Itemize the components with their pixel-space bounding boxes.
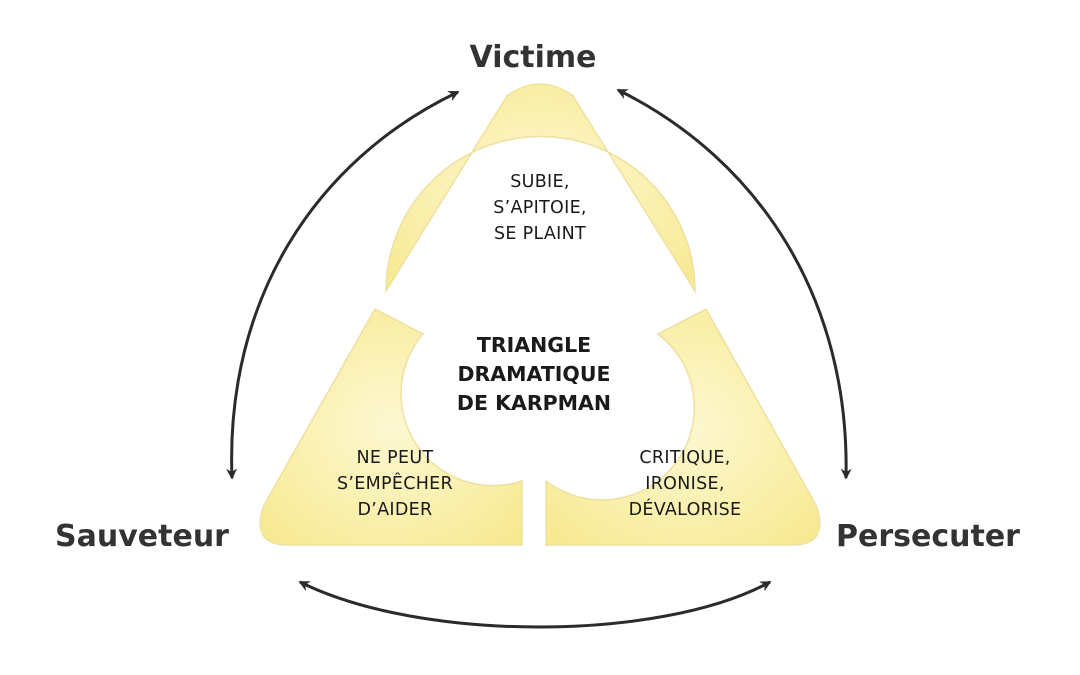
center-title-line: DRAMATIQUE bbox=[457, 362, 610, 386]
segment-text-line: SE PLAINT bbox=[494, 224, 586, 244]
segment-text-line: DÉVALORISE bbox=[629, 498, 742, 520]
segment-text-line: S’APITOIE, bbox=[493, 198, 587, 218]
arrow-sauveteur-persecuter bbox=[298, 580, 772, 629]
center-title: TRIANGLE DRAMATIQUE DE KARPMAN bbox=[457, 333, 611, 415]
center-title-line: TRIANGLE bbox=[477, 333, 591, 357]
segment-left-text: NE PEUT S’EMPÊCHER D’AIDER bbox=[337, 448, 453, 520]
arrow-victime-persecuter bbox=[616, 88, 852, 480]
segment-text-line: S’EMPÊCHER bbox=[337, 472, 453, 494]
center-title-line: DE KARPMAN bbox=[457, 391, 611, 415]
arrow-victime-sauveteur bbox=[226, 90, 460, 480]
role-label-victime: Victime bbox=[470, 40, 597, 75]
segment-text-line: IRONISE, bbox=[645, 474, 724, 494]
segment-top-text: SUBIE, S’APITOIE, SE PLAINT bbox=[493, 172, 587, 244]
segment-right-text: CRITIQUE, IRONISE, DÉVALORISE bbox=[629, 448, 742, 520]
role-label-persecuter: Persecuter bbox=[836, 519, 1020, 554]
role-label-sauveteur: Sauveteur bbox=[55, 519, 229, 554]
segment-text-line: SUBIE, bbox=[510, 172, 570, 192]
segment-text-line: NE PEUT bbox=[357, 448, 434, 468]
segment-text-line: D’AIDER bbox=[358, 500, 433, 520]
segment-text-line: CRITIQUE, bbox=[639, 448, 730, 468]
